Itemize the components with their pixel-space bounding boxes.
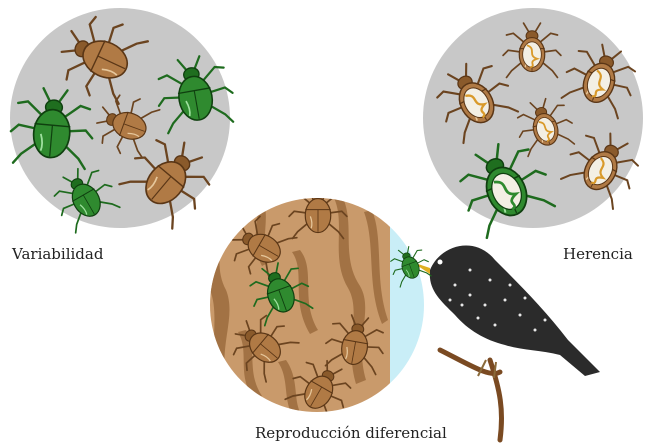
variability-circle xyxy=(8,6,237,234)
starling-bird xyxy=(412,246,600,440)
inheritance-circle xyxy=(423,8,648,240)
label-differential-reproduction: Reproducción diferencial xyxy=(255,424,447,442)
label-variability: Variabilidad xyxy=(12,245,103,263)
label-inheritance: Herencia xyxy=(563,245,633,263)
